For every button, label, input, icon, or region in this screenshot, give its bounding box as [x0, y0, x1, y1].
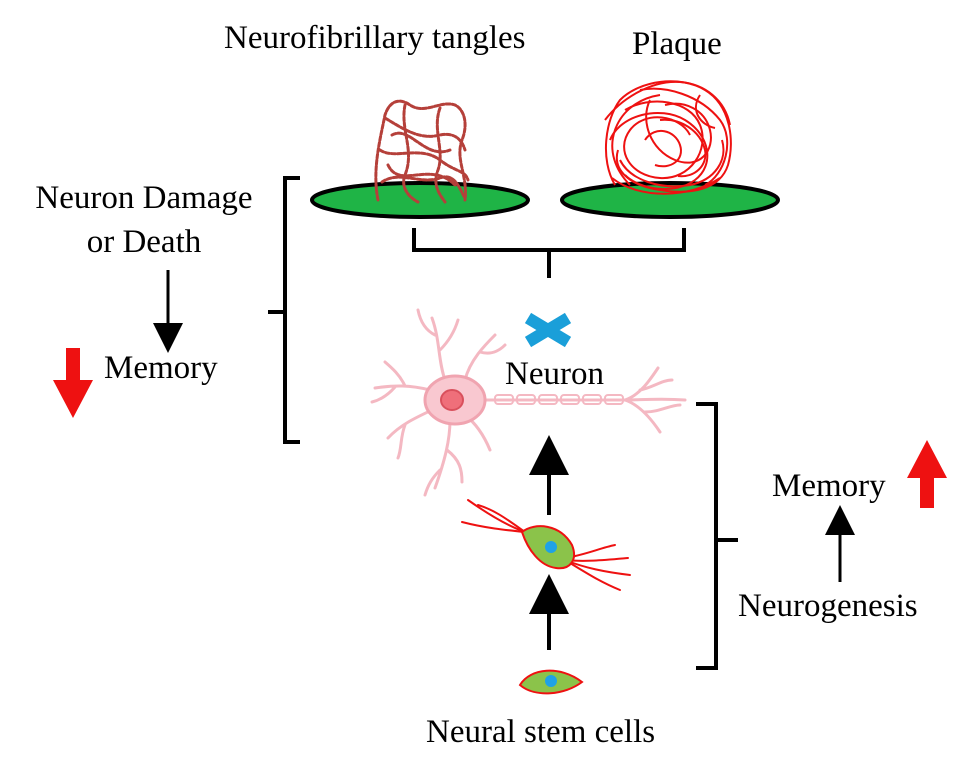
- damage-label-line1: Neuron Damage: [35, 180, 253, 216]
- top-bracket: [412, 228, 686, 278]
- stem-cell-icon: [518, 669, 584, 695]
- neuron-icon: [370, 308, 687, 497]
- neuron-nucleus: [440, 389, 464, 411]
- neurogenesis-label: Neurogenesis: [738, 588, 918, 624]
- memory-left-label: Memory: [104, 350, 218, 386]
- right-bracket: [696, 402, 738, 670]
- cross-icon: [524, 312, 572, 348]
- left-bracket: [268, 176, 300, 444]
- differentiating-cell-icon: [461, 499, 631, 591]
- plaque-icon: [560, 80, 780, 219]
- memory-right-label: Memory: [772, 468, 886, 504]
- stem-cells-label: Neural stem cells: [426, 714, 656, 750]
- up-arrow-icon: [907, 440, 947, 508]
- plaque-label: Plaque: [632, 26, 722, 62]
- tangles-label: Neurofibrillary tangles: [224, 20, 526, 56]
- damage-label-line2: or Death: [86, 224, 202, 260]
- down-arrow-icon: [53, 348, 93, 418]
- plaque-disc: [560, 181, 780, 219]
- tangles-icon: [310, 99, 530, 219]
- neuron-label: Neuron: [505, 356, 604, 392]
- tangles-disc: [310, 181, 530, 219]
